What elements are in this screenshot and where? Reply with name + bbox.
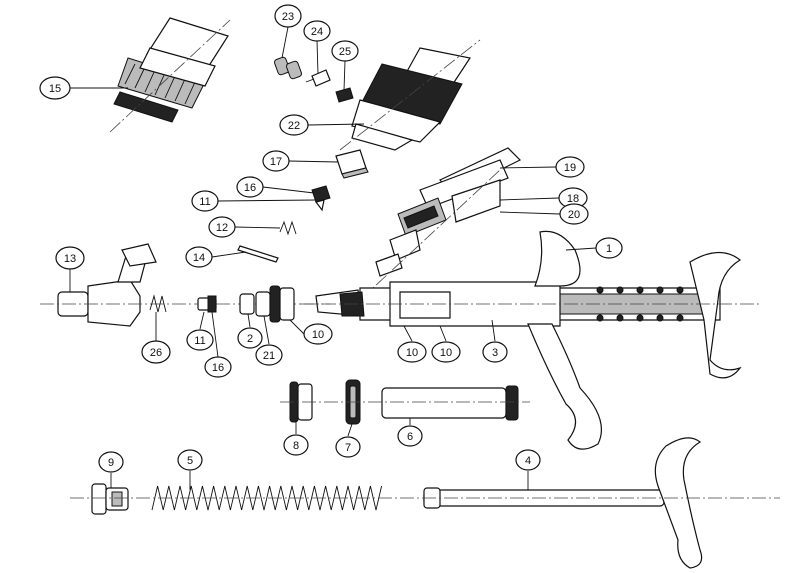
callout-4: 4 xyxy=(515,449,541,471)
callout-14: 14 xyxy=(185,246,213,268)
callout-15: 15 xyxy=(39,76,71,100)
callout-13: 13 xyxy=(55,246,85,270)
callout-11-upper-label: 11 xyxy=(199,196,210,208)
callout-9: 9 xyxy=(98,451,124,473)
callout-20-label: 20 xyxy=(568,209,580,221)
callout-2-label: 2 xyxy=(247,333,253,345)
callout-19: 19 xyxy=(555,156,585,178)
callout-6-label: 6 xyxy=(407,431,413,443)
callout-8-label: 8 xyxy=(293,440,299,452)
callout-16-lower-label: 16 xyxy=(212,362,224,374)
callout-10-a: 10 xyxy=(303,323,333,345)
part-22-drawing xyxy=(339,39,481,151)
callout-5: 5 xyxy=(177,449,203,471)
callout-16-upper: 16 xyxy=(236,176,264,198)
callout-16-upper-label: 16 xyxy=(244,182,256,194)
callout-3: 3 xyxy=(482,341,508,363)
part-13-drawing xyxy=(40,243,330,327)
part-11-16-lower-drawing xyxy=(197,295,217,313)
callout-24: 24 xyxy=(303,20,331,42)
callout-10-b: 10 xyxy=(397,341,427,363)
callout-7: 7 xyxy=(335,436,361,458)
callout-6: 6 xyxy=(397,425,423,447)
callout-7-label: 7 xyxy=(345,442,351,454)
callout-11-lower-label: 11 xyxy=(194,335,205,347)
callout-25-label: 25 xyxy=(339,46,351,58)
callout-26: 26 xyxy=(141,340,171,364)
callout-26-label: 26 xyxy=(150,347,162,359)
callout-21: 21 xyxy=(255,344,283,366)
callout-18-label: 18 xyxy=(567,193,579,205)
part-4-drawing xyxy=(70,437,780,569)
callout-15-label: 15 xyxy=(49,83,61,95)
callout-12-label: 12 xyxy=(216,222,228,234)
part-12-drawing xyxy=(279,220,297,236)
callout-17-label: 17 xyxy=(270,156,282,168)
part-17-drawing xyxy=(335,149,369,179)
part-6-drawing xyxy=(280,385,530,421)
part-14-drawing xyxy=(237,245,279,263)
callout-20: 20 xyxy=(559,203,589,225)
callout-10-c-label: 10 xyxy=(440,347,452,359)
callout-10-c: 10 xyxy=(431,341,461,363)
callout-19-label: 19 xyxy=(564,162,576,174)
callout-21-label: 21 xyxy=(263,350,275,362)
part-2-21-10-drawing xyxy=(239,285,295,323)
callout-25: 25 xyxy=(331,40,359,62)
callouts: 15 23 24 25 22 17 16 11 xyxy=(39,4,623,473)
callout-12: 12 xyxy=(208,216,236,238)
callout-23-label: 23 xyxy=(282,11,294,23)
callout-9-label: 9 xyxy=(108,457,114,469)
part-26-drawing xyxy=(149,294,167,313)
callout-24-label: 24 xyxy=(311,26,323,38)
part-16-upper-drawing xyxy=(311,185,331,212)
callout-4-label: 4 xyxy=(525,455,531,467)
part-23-drawing xyxy=(273,56,303,80)
callout-11-lower: 11 xyxy=(186,329,214,351)
callout-8: 8 xyxy=(283,434,309,456)
part-8-drawing xyxy=(289,381,313,423)
part-15-drawing xyxy=(109,17,231,133)
callout-16-lower: 16 xyxy=(204,356,232,378)
part-25-drawing xyxy=(335,87,354,103)
leader-lines xyxy=(68,26,597,490)
callout-10-b-label: 10 xyxy=(406,347,418,359)
callout-1-label: 1 xyxy=(606,243,612,255)
callout-17: 17 xyxy=(262,150,290,172)
callout-3-label: 3 xyxy=(492,347,498,359)
callout-22: 22 xyxy=(279,114,309,136)
callout-22-label: 22 xyxy=(288,120,300,132)
part-19-18-20-drawing xyxy=(359,147,522,301)
callout-1: 1 xyxy=(595,237,623,259)
callout-14-label: 14 xyxy=(193,252,205,264)
callout-11-upper: 11 xyxy=(191,190,219,212)
part-24-drawing xyxy=(305,69,331,87)
callout-13-label: 13 xyxy=(64,253,76,265)
callout-23: 23 xyxy=(274,4,302,28)
callout-5-label: 5 xyxy=(187,455,193,467)
gun-body-drawing xyxy=(300,230,760,450)
part-9-drawing xyxy=(91,483,129,515)
callout-2: 2 xyxy=(237,327,263,349)
callout-10-a-label: 10 xyxy=(312,329,324,341)
